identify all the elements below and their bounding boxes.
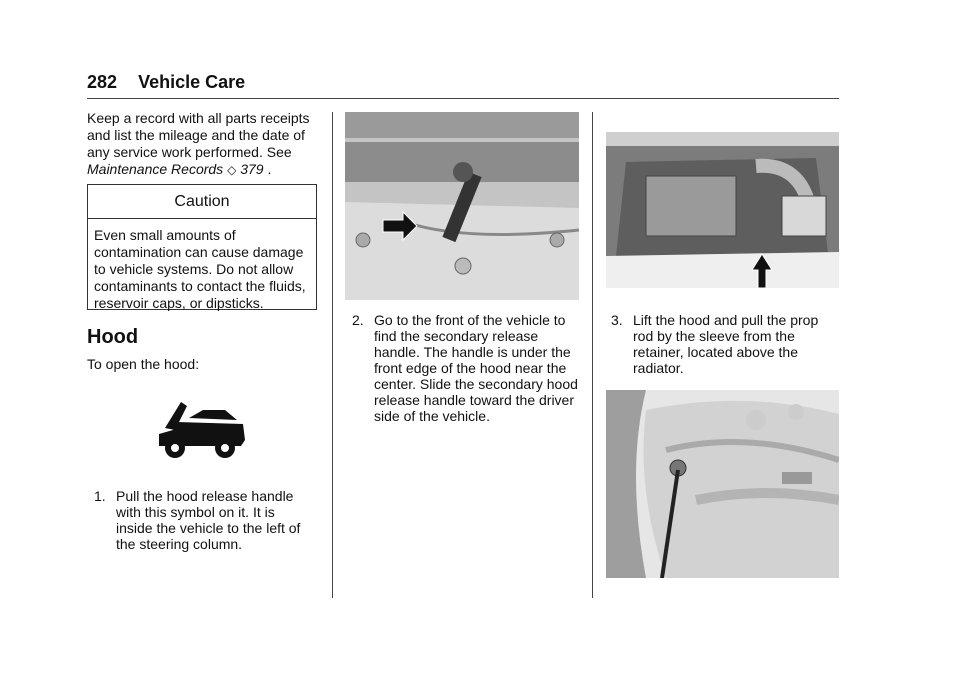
step-number: 2. — [352, 312, 364, 328]
step-text: Go to the front of the vehicle to find t… — [374, 312, 578, 424]
page-ref-icon: ◇ — [227, 163, 237, 177]
up-arrow-icon — [751, 253, 773, 288]
column-divider-right — [592, 112, 593, 598]
caution-title: Caution — [88, 185, 316, 219]
intro-text: Keep a record with all parts receipts an… — [87, 110, 310, 160]
step-number: 1. — [94, 488, 106, 504]
header-rule — [87, 98, 839, 99]
right-arrow-icon — [382, 210, 418, 242]
step-1: 1. Pull the hood release handle with thi… — [94, 488, 308, 552]
hood-underside-photo — [606, 390, 839, 578]
section-title: Vehicle Care — [138, 72, 246, 92]
secondary-release-photo — [345, 112, 579, 300]
caution-body: Even small amounts of contamination can … — [94, 227, 306, 311]
step-text: Lift the hood and pull the prop rod by t… — [633, 312, 819, 376]
engine-bay-photo — [606, 132, 839, 288]
page-number: 282 — [87, 72, 118, 92]
hood-heading: Hood — [87, 326, 139, 348]
maintenance-records-link[interactable]: Maintenance Records — [87, 161, 224, 177]
hood-open-icon — [159, 402, 245, 458]
step-text: Pull the hood release handle with this s… — [116, 488, 301, 552]
open-hood-intro: To open the hood: — [87, 356, 200, 372]
page-header: 282 Vehicle Care — [87, 72, 245, 93]
caution-box: Caution Even small amounts of contaminat… — [87, 184, 317, 311]
step-2: 2. Go to the front of the vehicle to fin… — [352, 312, 578, 424]
step-number: 3. — [611, 312, 623, 328]
link-page-number: 379 — [240, 161, 264, 177]
column-divider-left — [332, 112, 333, 598]
intro-paragraph: Keep a record with all parts receipts an… — [87, 110, 310, 177]
step-3: 3. Lift the hood and pull the prop rod b… — [611, 312, 837, 376]
